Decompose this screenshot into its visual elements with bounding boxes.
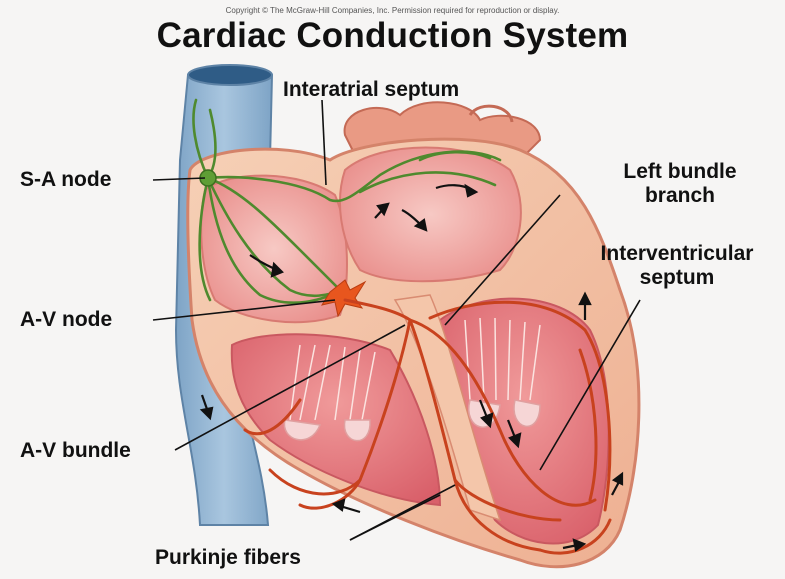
label-av-bundle: A-V bundle: [20, 439, 131, 463]
label-left-bundle-branch: Left bundle branch: [580, 160, 780, 208]
label-purkinje-fibers: Purkinje fibers: [155, 546, 301, 570]
label-interventricular-septum-line2: septum: [572, 266, 782, 290]
label-left-bundle-branch-line2: branch: [580, 184, 780, 208]
label-interatrial-septum: Interatrial septum: [283, 78, 459, 102]
label-interventricular-septum-line1: Interventricular: [572, 242, 782, 266]
copyright-notice: Copyright © The McGraw-Hill Companies, I…: [0, 6, 785, 15]
label-sa-node: S-A node: [20, 168, 111, 192]
label-interventricular-septum: Interventricular septum: [572, 242, 782, 290]
label-left-bundle-branch-line1: Left bundle: [580, 160, 780, 184]
page-title: Cardiac Conduction System: [0, 16, 785, 56]
left-atrium: [340, 148, 521, 282]
label-av-node: A-V node: [20, 308, 112, 332]
